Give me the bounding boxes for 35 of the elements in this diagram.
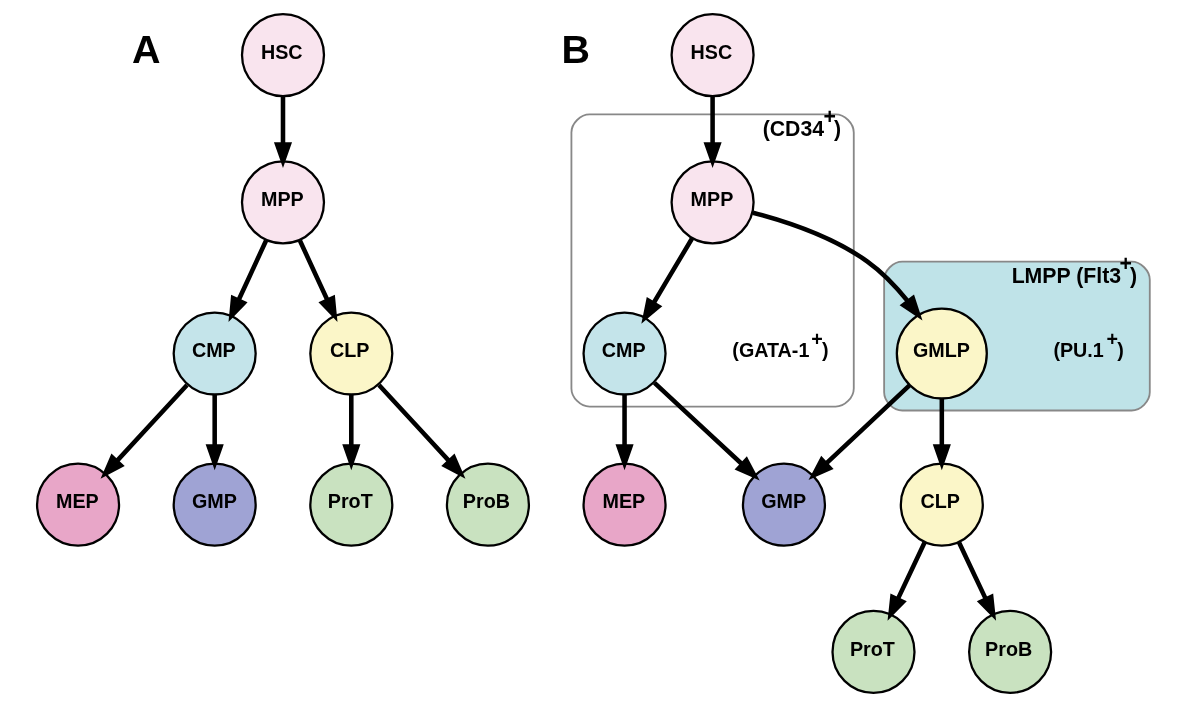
label: B — [561, 27, 590, 72]
arrow — [205, 394, 224, 471]
arrow — [297, 239, 337, 323]
node-circle: MEP — [581, 462, 667, 547]
node-circle: HSC — [240, 12, 325, 98]
node-circle: ProB — [445, 462, 530, 547]
arrow — [640, 237, 694, 324]
node-circle: ProB — [967, 609, 1052, 694]
node-circle: MPP — [669, 160, 755, 245]
arrow — [273, 96, 292, 169]
arrow — [932, 398, 951, 471]
arrow — [652, 381, 760, 481]
arrow — [341, 394, 360, 471]
node-circle: GMP — [172, 462, 257, 547]
node-circle: ProT — [830, 609, 916, 694]
label: A — [131, 27, 160, 72]
node-circle: GMP — [741, 462, 826, 547]
node-circle: MEP — [35, 462, 120, 547]
node-circle: ProT — [308, 462, 393, 547]
arrow — [615, 394, 634, 471]
arrow — [751, 210, 922, 321]
node-circle: CMP — [581, 311, 667, 396]
arrow — [887, 541, 927, 621]
arrow — [808, 383, 911, 481]
arrow — [376, 383, 465, 479]
node-circle: MPP — [240, 160, 325, 245]
arrow — [703, 96, 722, 169]
node-circle: HSC — [669, 12, 755, 98]
arrow — [100, 383, 189, 479]
node-circle: GMLP — [895, 307, 988, 400]
node-circle: CLP — [308, 311, 393, 396]
node-circle: CMP — [172, 311, 257, 396]
arrow — [956, 541, 996, 621]
node-circle: CLP — [899, 462, 984, 547]
arrow — [228, 239, 268, 323]
